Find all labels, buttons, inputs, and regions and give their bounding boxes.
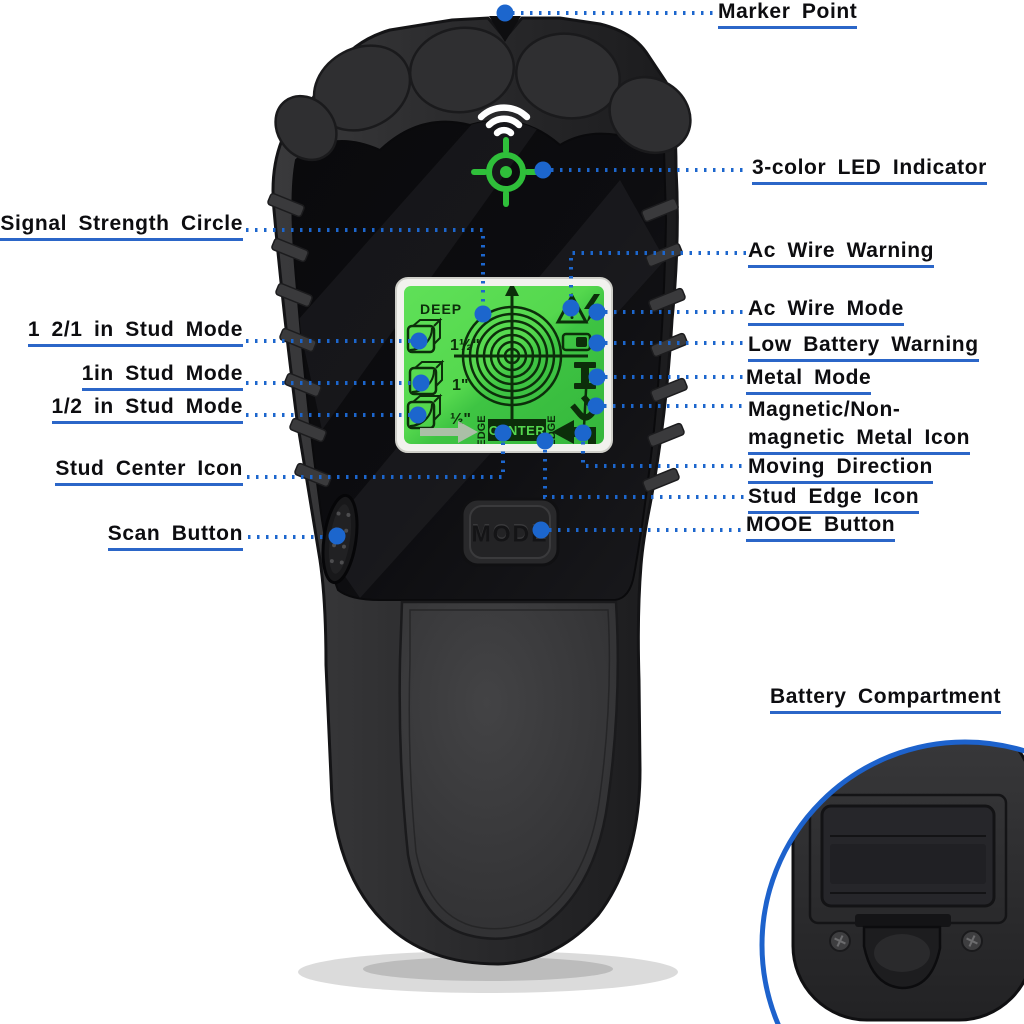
label-magnetic-line2: magnetic Metal Icon [748, 426, 971, 456]
battery-door [820, 804, 996, 908]
label-metal-mode: Metal Mode [746, 366, 872, 396]
label-stud-mode-1-5: 1 2/1 in Stud Mode [27, 318, 243, 348]
device-body [267, 16, 692, 966]
callout-line-stud-center [247, 442, 505, 479]
dot-marker-point [496, 4, 514, 22]
dot-stud-edge [536, 432, 554, 450]
dot-signal-strength [474, 305, 492, 323]
top-crown [274, 26, 692, 162]
latch-slot [855, 914, 951, 927]
marker-notch [489, 16, 521, 42]
moving-arrow-right [420, 421, 478, 443]
label-magnetic-line1: Magnetic/Non- [748, 398, 901, 421]
label-ac-wire-mode: Ac Wire Mode [748, 297, 904, 327]
battery-inset [759, 739, 1024, 1024]
callout-lines [246, 11, 748, 539]
label-stud-mode-0-5: 1/2 in Stud Mode [51, 395, 243, 425]
grip-panel [398, 600, 620, 940]
moving-arrow-left [552, 420, 596, 444]
dot-metal-mode [588, 368, 606, 386]
label-battery-compartment: Battery Compartment [770, 685, 1002, 715]
inset-circle-border [759, 739, 1024, 1024]
callout-line-stud-edge [543, 450, 746, 499]
label-marker-point: Marker Point [718, 0, 858, 30]
mode-button: MODE MODE [460, 497, 560, 567]
screen-glass [404, 286, 604, 444]
dot-moving-direction [574, 424, 592, 442]
label-mode-button: MOOE Button [746, 513, 896, 543]
device-shadow [298, 951, 678, 993]
label-scan-button: Scan Button [107, 522, 243, 552]
screw-right [961, 930, 983, 952]
metal-mode-icon [574, 362, 596, 389]
label-stud-center: Stud Center Icon [55, 457, 243, 487]
dot-led-indicator [534, 161, 552, 179]
label-led-indicator: 3-color LED Indicator [752, 156, 987, 186]
device-shadow-inner [363, 957, 613, 981]
callout-dots [328, 4, 606, 545]
lcd-screen: DEEP [395, 277, 613, 453]
dot-low-battery [588, 334, 606, 352]
dot-scan-button [328, 527, 346, 545]
dot-mode-button [532, 521, 550, 539]
dot-stud-0-5 [409, 406, 427, 424]
signal-strength-circle [454, 286, 588, 441]
label-moving-direction: Moving Direction [748, 455, 933, 485]
dot-magnet [587, 397, 605, 415]
dot-ac-wire-mode [588, 303, 606, 321]
label-low-battery: Low Battery Warning [748, 333, 979, 363]
side-ribs-left [267, 192, 332, 488]
screw-left [829, 930, 851, 952]
wifi-icon [477, 104, 531, 137]
label-signal-strength: Signal Strength Circle [0, 212, 243, 242]
depth-label-1: 1" [452, 377, 468, 394]
label-stud-mode-1: 1in Stud Mode [81, 362, 243, 392]
dot-stud-1-5 [410, 332, 428, 350]
edge-text-left: EDGE [476, 415, 488, 446]
grip-panel-hairline [408, 609, 611, 930]
label-stud-edge: Stud Edge Icon [748, 485, 920, 515]
latch-pull [862, 925, 942, 990]
depth-label-1-5: 1½" [450, 337, 480, 354]
depth-label-0-5: ½" [450, 411, 471, 428]
dot-stud-1 [412, 374, 430, 392]
dot-stud-center [494, 424, 512, 442]
led-target-icon [471, 137, 541, 207]
screen-deep-text: DEEP [420, 301, 462, 317]
dot-ac-wire-warning [562, 299, 580, 317]
label-ac-wire-warning: Ac Wire Warning [748, 239, 935, 269]
